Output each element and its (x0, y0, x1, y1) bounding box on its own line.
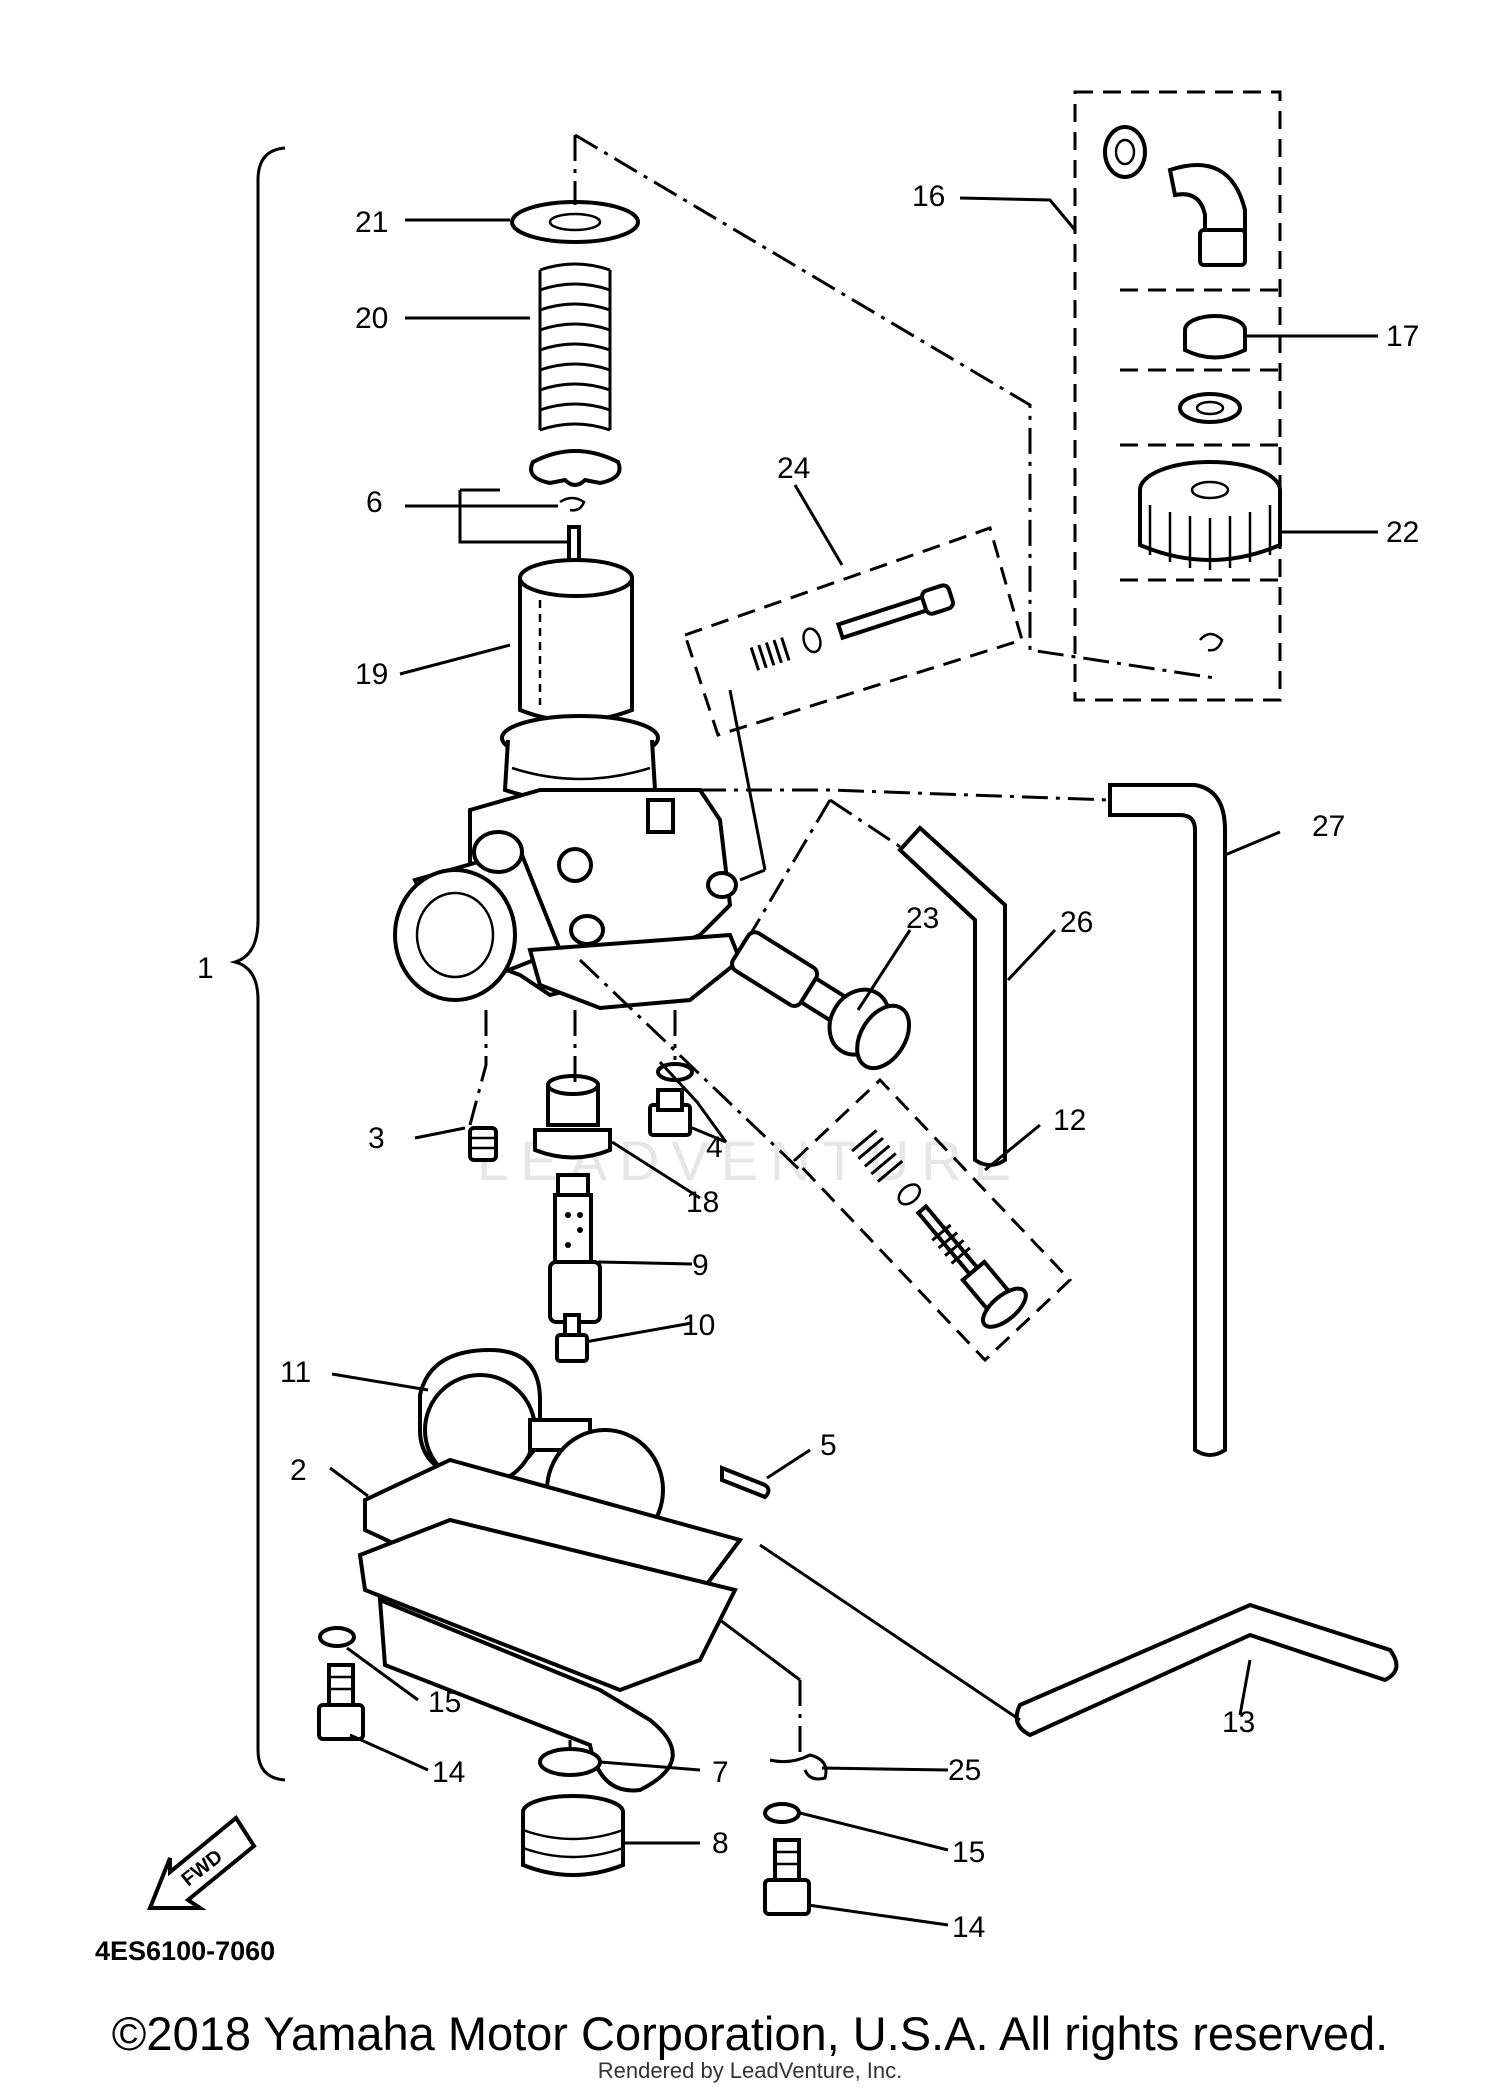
carburetor-body[interactable] (393, 714, 743, 1011)
callout-15-right[interactable]: 15 (952, 1836, 985, 1869)
callout-10[interactable]: 10 (682, 1309, 715, 1342)
part-16-fitting-kit[interactable] (1073, 90, 1282, 702)
callout-19[interactable]: 19 (355, 658, 388, 691)
part-12-throttle-stop-screw-kit[interactable] (792, 1077, 1073, 1363)
rendered-by-notice: Rendered by LeadVenture, Inc. (597, 2058, 903, 2083)
part-14-bolt-left[interactable] (317, 1663, 365, 1741)
callout-24[interactable]: 24 (777, 452, 810, 485)
callout-11[interactable]: 11 (280, 1356, 311, 1389)
callout-20[interactable]: 20 (355, 302, 388, 335)
callout-14-right[interactable]: 14 (952, 1911, 985, 1944)
part-23-starter-plunger[interactable] (723, 919, 920, 1077)
part-4-drain-screw[interactable] (648, 1062, 694, 1137)
leader-lines (329, 133, 1378, 1927)
fwd-arrow-icon: FWD (147, 1815, 257, 1910)
callout-18[interactable]: 18 (686, 1186, 719, 1219)
callout-6[interactable]: 6 (366, 486, 383, 519)
callout-25[interactable]: 25 (948, 1754, 981, 1787)
part-7-gasket[interactable] (538, 1747, 602, 1777)
part-27-overflow-hose[interactable] (1108, 783, 1227, 1457)
part-19-throttle-valve[interactable] (518, 558, 634, 723)
part-18-needle-jet-holder[interactable] (533, 1074, 612, 1160)
part-25-clip[interactable] (769, 1753, 828, 1781)
part-21-washer[interactable] (510, 200, 640, 244)
callout-26[interactable]: 26 (1060, 906, 1093, 939)
part-15-washer-left[interactable] (318, 1626, 356, 1648)
part-9-main-jet-holder[interactable] (548, 1173, 602, 1324)
callout-21[interactable]: 21 (355, 206, 388, 239)
callout-5[interactable]: 5 (820, 1429, 837, 1462)
part-13-drain-hose[interactable] (1014, 1602, 1399, 1738)
callout-2[interactable]: 2 (290, 1454, 307, 1487)
part-5-float-pin[interactable] (720, 1465, 771, 1500)
part-20-spring[interactable] (538, 262, 612, 440)
callout-13[interactable]: 13 (1222, 1706, 1255, 1739)
callout-15-left[interactable]: 15 (428, 1686, 461, 1719)
callout-3[interactable]: 3 (368, 1122, 385, 1155)
part-22-top-cap[interactable] (1138, 460, 1282, 652)
callout-17[interactable]: 17 (1386, 320, 1419, 353)
callout-8[interactable]: 8 (712, 1827, 729, 1860)
callout-27[interactable]: 27 (1312, 810, 1345, 843)
part-3-plug[interactable] (468, 1126, 498, 1162)
callout-12[interactable]: 12 (1053, 1104, 1086, 1137)
callout-22[interactable]: 22 (1386, 516, 1419, 549)
callouts: 1 2 3 4 5 6 7 8 9 10 11 12 13 14 14 15 1… (197, 180, 1419, 1944)
callout-1[interactable]: 1 (197, 952, 214, 985)
part-15-washer-right[interactable] (763, 1802, 801, 1824)
callout-23[interactable]: 23 (906, 902, 939, 935)
copyright-notice: ©2018 Yamaha Motor Corporation, U.S.A. A… (111, 2007, 1389, 2060)
callout-7[interactable]: 7 (712, 1756, 729, 1789)
part-14-bolt-right[interactable] (763, 1838, 811, 1916)
part-17-grommet[interactable] (1178, 314, 1247, 424)
callout-9[interactable]: 9 (692, 1249, 709, 1282)
diagram-code: 4ES6100-7060 (95, 1936, 275, 1966)
assembly-brace (229, 146, 286, 1782)
callout-16[interactable]: 16 (912, 180, 945, 213)
part-24-pilot-screw-kit[interactable] (683, 526, 1024, 882)
callout-14-left[interactable]: 14 (432, 1756, 465, 1789)
part-10-main-jet[interactable] (555, 1313, 589, 1363)
callout-4[interactable]: 4 (706, 1131, 723, 1164)
part-8-drain-plug[interactable] (521, 1794, 625, 1877)
part-26-air-vent-hose[interactable] (897, 825, 1007, 1167)
